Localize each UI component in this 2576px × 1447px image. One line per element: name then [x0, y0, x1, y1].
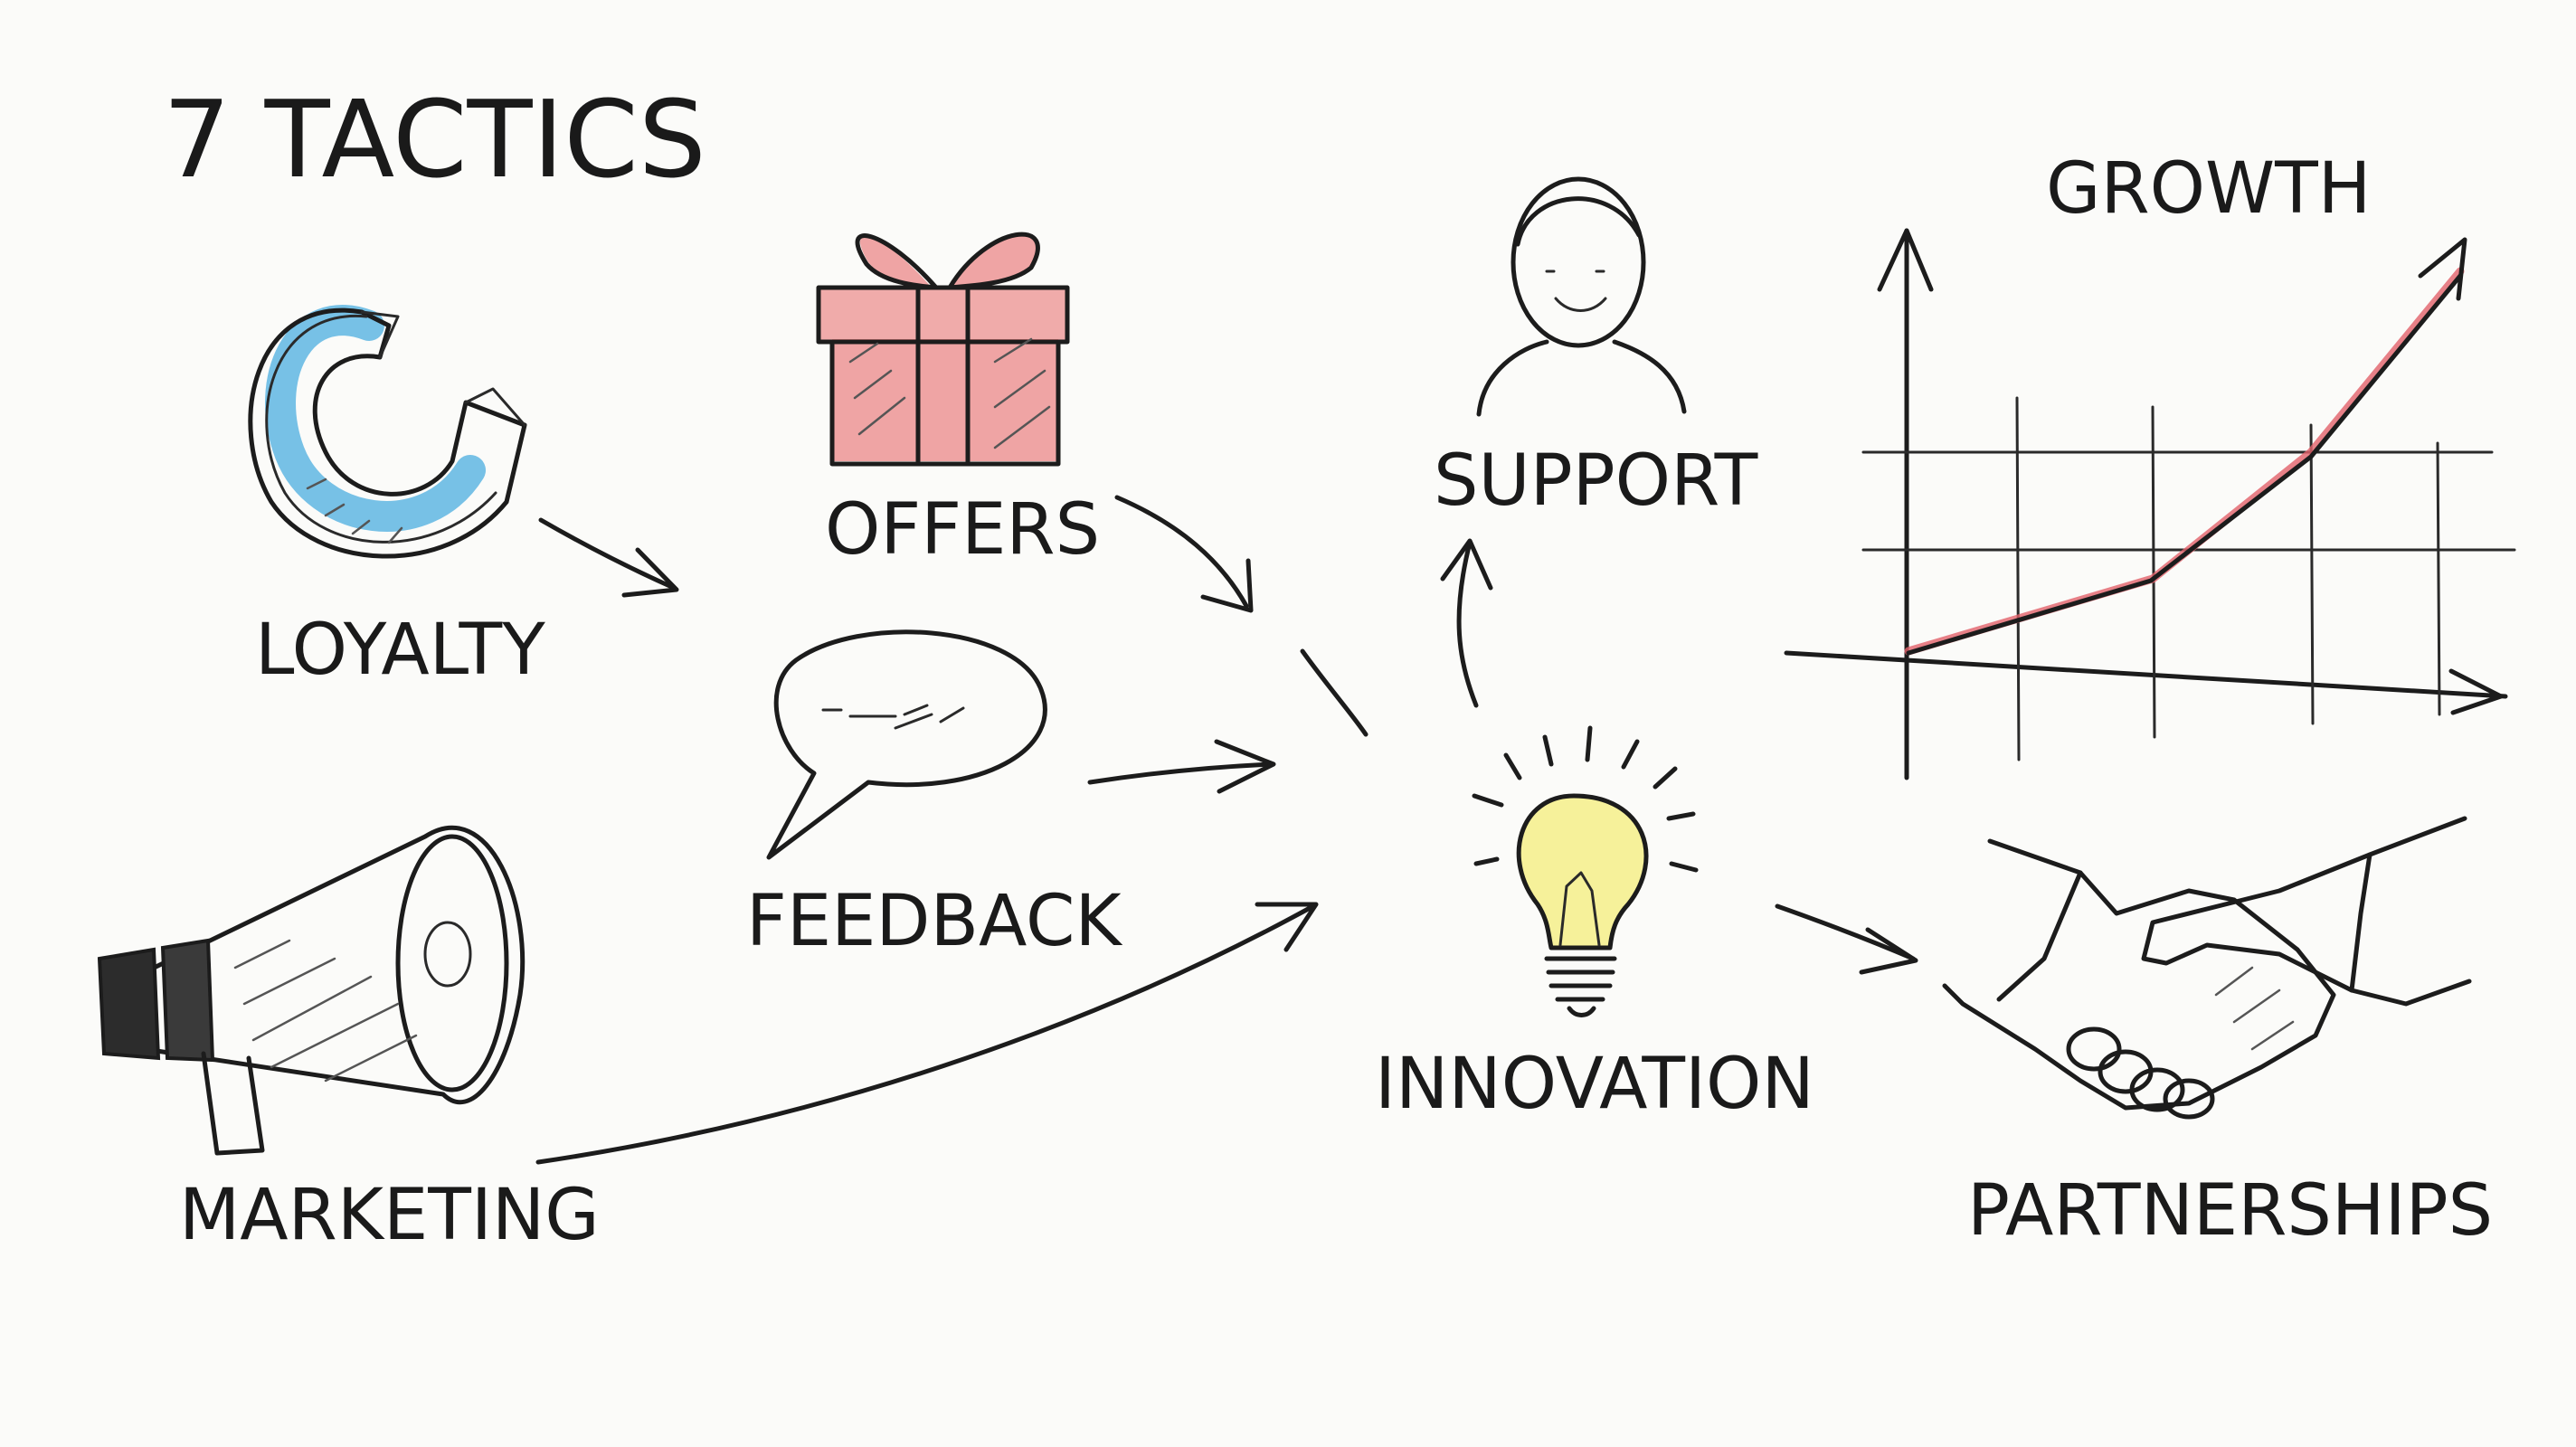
edge-innovation-support	[1440, 538, 1493, 708]
growth-chart-icon	[1784, 228, 2516, 780]
speech-bubble-icon	[766, 629, 1047, 860]
node-label-growth: GROWTH	[2046, 148, 2371, 230]
edge-feedback-innovation	[1087, 739, 1276, 794]
node-label-feedback: FEEDBACK	[746, 881, 1122, 962]
node-label-innovation: INNOVATION	[1375, 1044, 1814, 1125]
handshake-icon	[1942, 816, 2472, 1120]
node-label-support: SUPPORT	[1434, 440, 1758, 522]
lightbulb-icon	[1472, 725, 1699, 1017]
edge-offers-innovation	[1114, 495, 1254, 613]
diagram-title: 7 TACTICS	[163, 77, 706, 202]
edge-innovation-partnerships	[1775, 903, 1918, 975]
edge-loyalty-offers	[538, 517, 679, 598]
node-label-loyalty: LOYALTY	[255, 610, 545, 691]
node-label-offers: OFFERS	[825, 489, 1100, 571]
gift-box-icon	[816, 232, 1070, 467]
edge-marketing-innovation	[535, 902, 1319, 1165]
horseshoe-magnet-icon	[248, 305, 527, 559]
node-label-partnerships: PARTNERSHIPS	[1967, 1170, 2493, 1252]
megaphone-icon	[97, 825, 526, 1156]
person-icon	[1476, 176, 1687, 417]
edge-connector-stroke	[1300, 648, 1368, 737]
node-label-marketing: MARKETING	[179, 1175, 600, 1256]
